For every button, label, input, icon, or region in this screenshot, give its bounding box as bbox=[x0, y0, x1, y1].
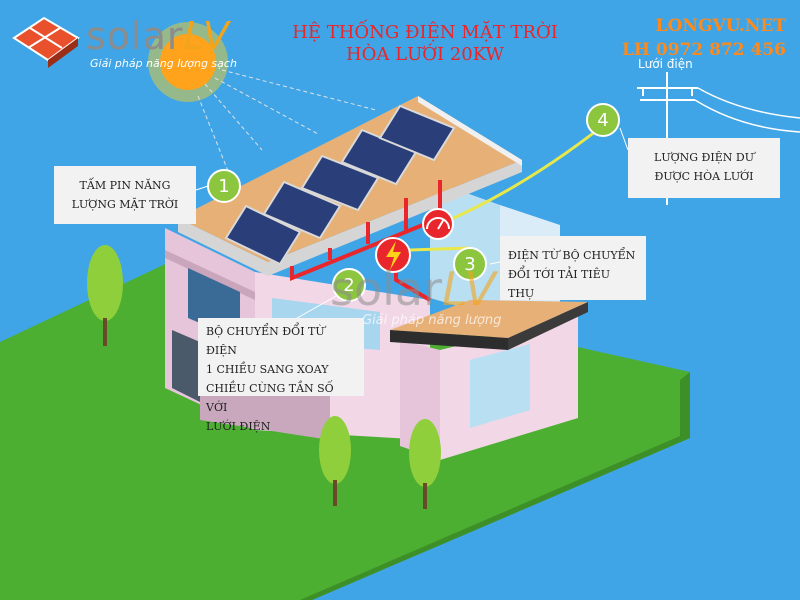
title-line-1: HỆ THỐNG ĐIỆN MẶT TRỜI bbox=[292, 22, 558, 43]
balcony-rail bbox=[390, 330, 508, 350]
svg-text:2: 2 bbox=[343, 275, 354, 296]
phone-text: LH 0972 872 456 bbox=[621, 40, 786, 60]
svg-text:1: 1 bbox=[218, 176, 229, 197]
callout-line: BỘ CHUYỂN ĐỔI TỪ ĐIỆN bbox=[206, 325, 325, 357]
website-text: LONGVU.NET bbox=[655, 16, 786, 36]
balcony-deck bbox=[390, 300, 588, 338]
solar-panel bbox=[262, 180, 342, 240]
watermark-wordmark: solarLV bbox=[330, 262, 496, 316]
marker-4: 4 bbox=[586, 103, 620, 137]
sun-ray-lines bbox=[197, 69, 377, 197]
tree-right bbox=[409, 419, 441, 509]
callout-line: ĐƯỢC HÒA LƯỚI bbox=[654, 170, 754, 183]
diagram-title: HỆ THỐNG ĐIỆN MẶT TRỜI HÒA LƯỚI 20KW bbox=[245, 22, 605, 66]
callout-line: LƯỢNG MẶT TRỜI bbox=[71, 198, 179, 211]
ac-load-line bbox=[409, 246, 471, 252]
marker-1: 1 bbox=[207, 169, 241, 203]
callout-line: ĐỔI TỚI TẢI TIÊU THỤ bbox=[508, 268, 611, 300]
callout-load: ĐIỆN TỪ BỘ CHUYỂN ĐỔI TỚI TẢI TIÊU THỤ bbox=[500, 236, 646, 300]
house-dark-band bbox=[165, 250, 255, 300]
solar-panel bbox=[378, 104, 456, 162]
logo-wordmark: solarLV bbox=[86, 14, 230, 58]
callout-inverter: BỘ CHUYỂN ĐỔI TỪ ĐIỆN 1 CHIỀU SANG XOAY … bbox=[198, 318, 364, 433]
callout-line: LƯỢNG ĐIỆN DƯ bbox=[654, 151, 754, 164]
svg-text:3: 3 bbox=[464, 254, 475, 275]
callout-line: 1 CHIỀU SANG XOAY bbox=[206, 363, 329, 376]
callout-line: LƯỚI ĐIỆN bbox=[206, 420, 271, 433]
sun-icon bbox=[148, 22, 228, 102]
callout-line: TẤM PIN NĂNG bbox=[79, 179, 171, 192]
grid-label: Lưới điện bbox=[638, 57, 693, 71]
marker-3: 3 bbox=[453, 247, 487, 281]
callout-line: CHIỀU CÙNG TẦN SỐ VỚI bbox=[206, 382, 334, 414]
right-block-window bbox=[470, 344, 530, 428]
meter-icon bbox=[422, 208, 454, 240]
callout-line: ĐIỆN TỪ BỘ CHUYỂN bbox=[508, 249, 636, 262]
balcony-rail-side bbox=[508, 302, 588, 350]
title-line-2: HÒA LƯỚI 20KW bbox=[345, 44, 505, 65]
contact-info: LONGVU.NET LH 0972 872 456 bbox=[622, 14, 786, 62]
roof-parapet-back bbox=[418, 96, 522, 166]
logo-slogan: Giải pháp năng lượng sạch bbox=[90, 57, 237, 70]
inverter-icon bbox=[375, 237, 411, 273]
ac-grid-line bbox=[439, 126, 601, 226]
solar-panel-array bbox=[224, 104, 456, 266]
callout-solar-panel: TẤM PIN NĂNG LƯỢNG MẶT TRỜI bbox=[54, 166, 196, 224]
tree-left bbox=[87, 245, 123, 346]
solar-panel bbox=[224, 204, 302, 266]
logo-panel-icon bbox=[12, 16, 80, 68]
callout-grid-export: LƯỢNG ĐIỆN DƯ ĐƯỢC HÒA LƯỚI bbox=[628, 138, 780, 198]
svg-text:4: 4 bbox=[597, 110, 608, 131]
marker-2: 2 bbox=[332, 268, 366, 302]
garage-door bbox=[172, 330, 200, 402]
tree-middle bbox=[319, 416, 351, 506]
watermark-slogan: Giải pháp năng lượng bbox=[362, 313, 502, 328]
solar-panel bbox=[300, 154, 380, 212]
